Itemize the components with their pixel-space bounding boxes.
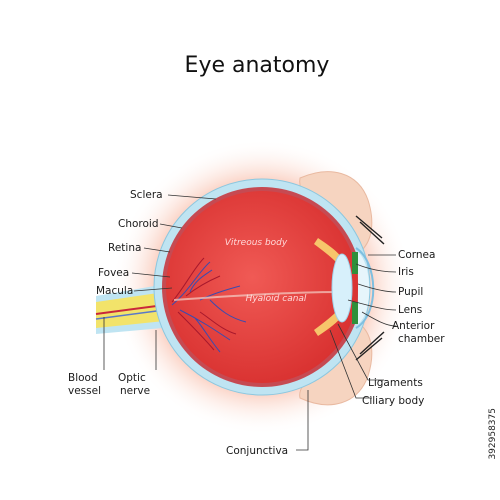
- vitreous-body-label: Vitreous body: [225, 238, 288, 248]
- lens-leader: [347, 299, 397, 311]
- upper-eyelashes: [355, 215, 385, 245]
- ligaments-leader: [337, 323, 384, 381]
- iris-upper: [352, 252, 358, 274]
- choroid-label: Choroid: [118, 218, 159, 230]
- iris-lower: [352, 302, 358, 324]
- cornea-label: Cornea: [398, 249, 435, 261]
- ligaments-label: Ligaments: [368, 377, 423, 389]
- lens: [331, 253, 353, 323]
- optic-nerve-label-line2: nerve: [120, 385, 150, 397]
- retina-label: Retina: [108, 242, 141, 254]
- hyaloid-canal: [173, 291, 341, 301]
- conjunctiva-leader: [296, 390, 309, 451]
- anterior-chamber-label-line1: Anterior: [392, 320, 435, 332]
- ciliary-body-upper: [314, 238, 342, 262]
- lower-eyelashes: [355, 331, 385, 361]
- blood-vessel-label-line1: Blood: [68, 372, 98, 384]
- ciliary-body-leader: [329, 329, 372, 399]
- anterior-chamber-label-line2: chamber: [398, 333, 445, 345]
- sclera-label: Sclera: [130, 189, 163, 201]
- macula-leader: [133, 287, 173, 292]
- pupil-label: Pupil: [398, 286, 423, 298]
- blood-vessel-label-line2: vessel: [68, 385, 101, 397]
- retina-leader: [143, 247, 171, 253]
- conjunctiva-label: Conjunctiva: [226, 445, 288, 457]
- retinal-arteries: [171, 257, 237, 351]
- pupil-leader: [357, 283, 397, 293]
- lens-label: Lens: [398, 304, 422, 316]
- diagram-title: Eye anatomy: [185, 53, 330, 78]
- iris-label: Iris: [398, 266, 414, 278]
- anterior-chamber: [358, 252, 370, 324]
- fovea-leader: [131, 272, 171, 278]
- macula-label: Macula: [96, 285, 133, 297]
- hyaloid-canal-label: Hyaloid canal: [246, 294, 307, 304]
- sclera-leader: [167, 194, 217, 200]
- ciliary-body-label: Ciliary body: [362, 395, 424, 407]
- fovea-label: Fovea: [98, 267, 129, 279]
- optic-nerve-label-line1: Optic: [118, 372, 146, 384]
- vitreous-body: [166, 191, 358, 383]
- iris-leader: [355, 263, 397, 273]
- choroid-leader: [159, 223, 183, 229]
- anterior-chamber-leader: [361, 311, 397, 327]
- stock-id-watermark: 392958375: [488, 408, 498, 460]
- ciliary-body-lower: [314, 312, 342, 336]
- cornea: [355, 247, 375, 329]
- retinal-vessels: [171, 261, 247, 353]
